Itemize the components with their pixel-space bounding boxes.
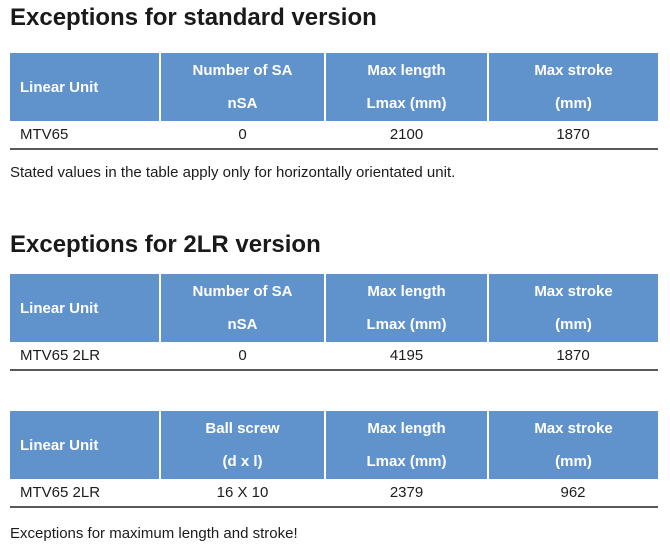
table-header-row: Linear Unit Number of SA nSA Max length … bbox=[10, 274, 658, 342]
header-number-of-sa: Number of SA nSA bbox=[159, 274, 325, 342]
header-line-1: Ball screw bbox=[205, 420, 280, 437]
section-title-standard-version: Exceptions for standard version bbox=[10, 4, 377, 31]
header-line-2: (mm) bbox=[555, 95, 592, 112]
header-line-1: Max stroke bbox=[534, 283, 613, 300]
header-line-2: nSA bbox=[227, 95, 258, 112]
cell-linear-unit: MTV65 2LR bbox=[10, 479, 160, 508]
cell-number-of-sa: 0 bbox=[160, 342, 325, 371]
cell-max-stroke: 1870 bbox=[488, 121, 658, 150]
header-line-1: Max length bbox=[367, 420, 446, 437]
header-line-2: nSA bbox=[227, 316, 258, 333]
note-horizontal-orientation: Stated values in the table apply only fo… bbox=[10, 164, 456, 181]
cell-linear-unit: MTV65 bbox=[10, 121, 160, 150]
cell-linear-unit: MTV65 2LR bbox=[10, 342, 160, 371]
table-row: MTV65 0 2100 1870 bbox=[10, 121, 658, 150]
table-header-row: Linear Unit Number of SA nSA Max length … bbox=[10, 53, 658, 121]
header-linear-unit: Linear Unit bbox=[10, 411, 160, 479]
header-line-2: (d x l) bbox=[222, 453, 263, 470]
header-line-1: Max length bbox=[367, 283, 446, 300]
header-ball-screw: Ball screw (d x l) bbox=[159, 411, 325, 479]
table-row: MTV65 2LR 16 X 10 2379 962 bbox=[10, 479, 658, 508]
header-label: Linear Unit bbox=[20, 299, 99, 317]
header-line-1: Max stroke bbox=[534, 420, 613, 437]
header-linear-unit: Linear Unit bbox=[10, 274, 160, 342]
header-max-stroke: Max stroke (mm) bbox=[487, 274, 658, 342]
header-max-stroke: Max stroke (mm) bbox=[487, 53, 658, 121]
cell-number-of-sa: 0 bbox=[160, 121, 325, 150]
document-page: Exceptions for standard version Linear U… bbox=[10, 4, 658, 542]
header-line-2: Lmax (mm) bbox=[366, 453, 447, 470]
header-linear-unit: Linear Unit bbox=[10, 53, 160, 121]
exceptions-ball-screw-table: Linear Unit Ball screw (d x l) Max lengt… bbox=[10, 411, 658, 508]
header-line-2: (mm) bbox=[555, 453, 592, 470]
header-line-1: Number of SA bbox=[192, 62, 293, 79]
cell-ball-screw: 16 X 10 bbox=[160, 479, 325, 508]
cell-max-length: 4195 bbox=[325, 342, 488, 371]
header-line-1: Max stroke bbox=[534, 62, 613, 79]
exceptions-2lr-table: Linear Unit Number of SA nSA Max length … bbox=[10, 274, 658, 371]
exceptions-standard-table: Linear Unit Number of SA nSA Max length … bbox=[10, 53, 658, 150]
header-max-length: Max length Lmax (mm) bbox=[324, 274, 488, 342]
header-label: Linear Unit bbox=[20, 436, 99, 454]
header-line-1: Number of SA bbox=[192, 283, 293, 300]
section-title-2lr-version: Exceptions for 2LR version bbox=[10, 231, 321, 258]
header-max-stroke: Max stroke (mm) bbox=[487, 411, 658, 479]
table-row: MTV65 2LR 0 4195 1870 bbox=[10, 342, 658, 371]
cell-max-stroke: 1870 bbox=[488, 342, 658, 371]
header-number-of-sa: Number of SA nSA bbox=[159, 53, 325, 121]
note-max-length-stroke: Exceptions for maximum length and stroke… bbox=[10, 525, 298, 542]
header-line-1: Max length bbox=[367, 62, 446, 79]
header-max-length: Max length Lmax (mm) bbox=[324, 411, 488, 479]
header-line-2: (mm) bbox=[555, 316, 592, 333]
header-label: Linear Unit bbox=[20, 78, 99, 96]
header-max-length: Max length Lmax (mm) bbox=[324, 53, 488, 121]
cell-max-length: 2379 bbox=[325, 479, 488, 508]
header-line-2: Lmax (mm) bbox=[366, 95, 447, 112]
table-header-row: Linear Unit Ball screw (d x l) Max lengt… bbox=[10, 411, 658, 479]
header-line-2: Lmax (mm) bbox=[366, 316, 447, 333]
cell-max-length: 2100 bbox=[325, 121, 488, 150]
cell-max-stroke: 962 bbox=[488, 479, 658, 508]
